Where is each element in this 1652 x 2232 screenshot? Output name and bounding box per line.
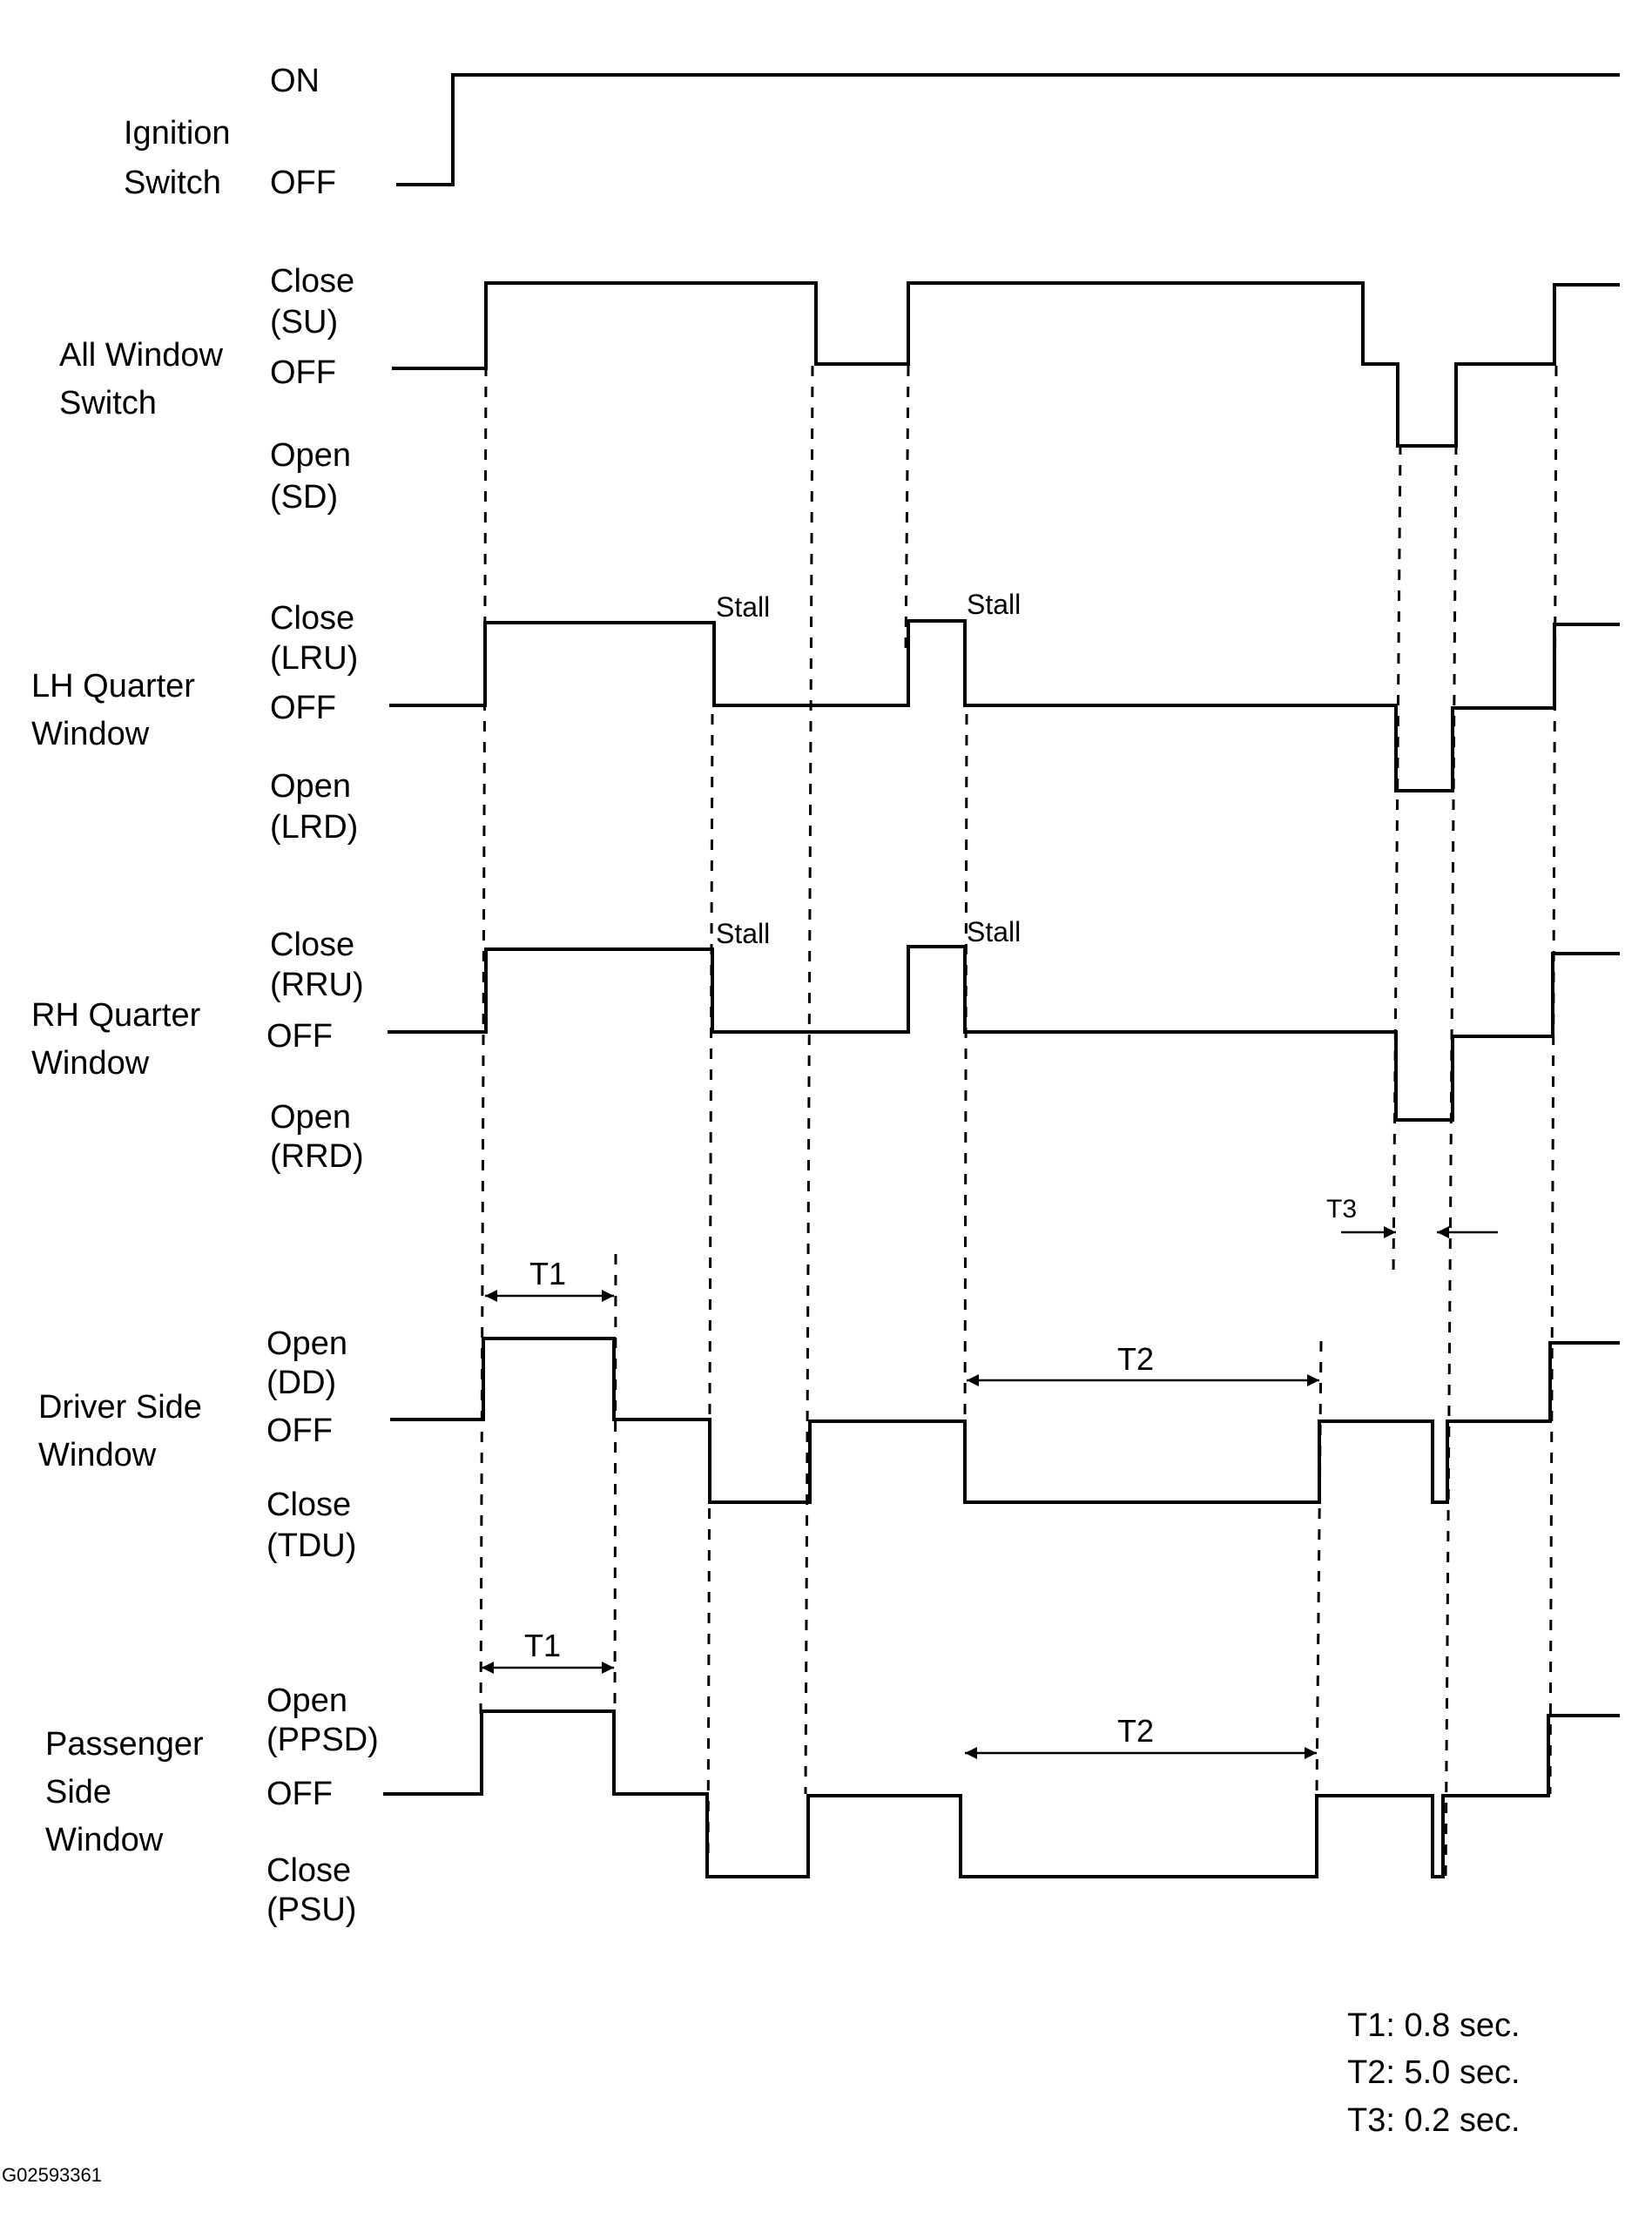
legend-t1: T1: 0.8 sec. — [1347, 2007, 1521, 2044]
waveform-passenger-side-window — [383, 1709, 1620, 1878]
guide-line-lh-stall — [706, 713, 714, 1860]
guide-line-aws-open — [1392, 443, 1402, 1277]
state-label-drv-open: Open — [266, 1325, 347, 1362]
state-label-drv-off: OFF — [266, 1413, 333, 1449]
stall-label-rh-2: Stall — [967, 916, 1021, 947]
signal-name-driver-line1: Driver Side — [38, 1389, 202, 1426]
guide-line-aws-reon — [904, 365, 910, 654]
stall-label-lh-2: Stall — [967, 589, 1021, 620]
guide-line-t2-end — [1315, 1340, 1323, 1795]
waveform-ignition-switch — [396, 73, 1620, 186]
state-label-lh-close: Close — [270, 600, 354, 637]
guide-line-aws-on — [479, 365, 488, 1721]
stall-label-lh-1: Stall — [716, 591, 770, 623]
state-label-rh-open: Open — [270, 1099, 351, 1136]
state-label-aws-su: (SU) — [270, 304, 338, 341]
legend-t3: T3: 0.2 sec. — [1347, 2102, 1521, 2139]
state-label-aws-sd: (SD) — [270, 479, 338, 516]
signal-name-rh-quarter-line1: RH Quarter — [31, 997, 201, 1034]
signal-name-passenger-line1: Passenger — [45, 1726, 204, 1763]
state-label-aws-open: Open — [270, 437, 351, 474]
signal-name-lh-quarter-line2: Window — [31, 716, 150, 752]
state-label-drv-close: Close — [266, 1487, 351, 1523]
state-label-ignition-on: ON — [270, 63, 320, 99]
figure-id: G02593361 — [2, 2164, 102, 2186]
state-label-rh-rrd: (RRD) — [270, 1138, 364, 1175]
signal-name-passenger-line3: Window — [45, 1822, 164, 1858]
waveform-rh-quarter-window — [388, 945, 1620, 1122]
t2-label-driver: T2 — [1117, 1341, 1154, 1377]
waveform-driver-side-window — [390, 1337, 1620, 1504]
legend-t2: T2: 5.0 sec. — [1347, 2054, 1521, 2091]
state-label-ignition-off: OFF — [270, 165, 336, 201]
state-label-pas-off: OFF — [266, 1776, 333, 1812]
state-label-pas-close: Close — [266, 1852, 351, 1889]
waveform-lh-quarter-window — [389, 619, 1620, 792]
state-label-aws-off: OFF — [270, 354, 336, 391]
state-label-lh-open: Open — [270, 768, 351, 805]
signal-name-ignition-line2: Switch — [124, 165, 221, 201]
t2-label-passenger: T2 — [1117, 1713, 1154, 1749]
state-label-pas-ppsd: (PPSD) — [266, 1722, 379, 1758]
signal-name-all-window-line1: All Window — [59, 337, 223, 374]
state-label-pas-open: Open — [266, 1682, 347, 1719]
state-label-drv-tdu: (TDU) — [266, 1527, 356, 1564]
state-label-rh-off: OFF — [266, 1018, 333, 1055]
t1-label-driver: T1 — [529, 1256, 566, 1291]
signal-name-lh-quarter-line1: LH Quarter — [31, 668, 195, 705]
guide-line-second-stall — [963, 713, 968, 1429]
state-label-lh-lrd: (LRD) — [270, 809, 358, 846]
signal-name-driver-line2: Window — [38, 1437, 157, 1473]
guide-line-aws-open-end — [1444, 443, 1458, 1882]
signal-name-ignition-line1: Ignition — [124, 115, 231, 152]
signal-name-passenger-line2: Side — [45, 1774, 111, 1811]
signal-name-rh-quarter-line2: Window — [31, 1045, 150, 1082]
guide-line-t1-end — [613, 1253, 617, 1712]
signal-name-all-window-line2: Switch — [59, 385, 157, 421]
waveform-all-window-switch — [392, 281, 1620, 448]
state-label-pas-psu: (PSU) — [266, 1891, 356, 1928]
stall-label-rh-1: Stall — [716, 918, 770, 949]
state-label-aws-close: Close — [270, 263, 354, 300]
guide-line-aws-final — [1548, 365, 1558, 1795]
state-label-rh-close: Close — [270, 927, 354, 963]
state-label-rh-rru: (RRU) — [270, 967, 364, 1003]
t3-label: T3 — [1326, 1195, 1357, 1224]
t1-label-passenger: T1 — [524, 1628, 561, 1663]
state-label-lh-lru: (LRU) — [270, 640, 358, 677]
state-label-lh-off: OFF — [270, 690, 336, 726]
guide-line-aws-off — [804, 365, 814, 1795]
state-label-drv-dd: (DD) — [266, 1365, 336, 1401]
